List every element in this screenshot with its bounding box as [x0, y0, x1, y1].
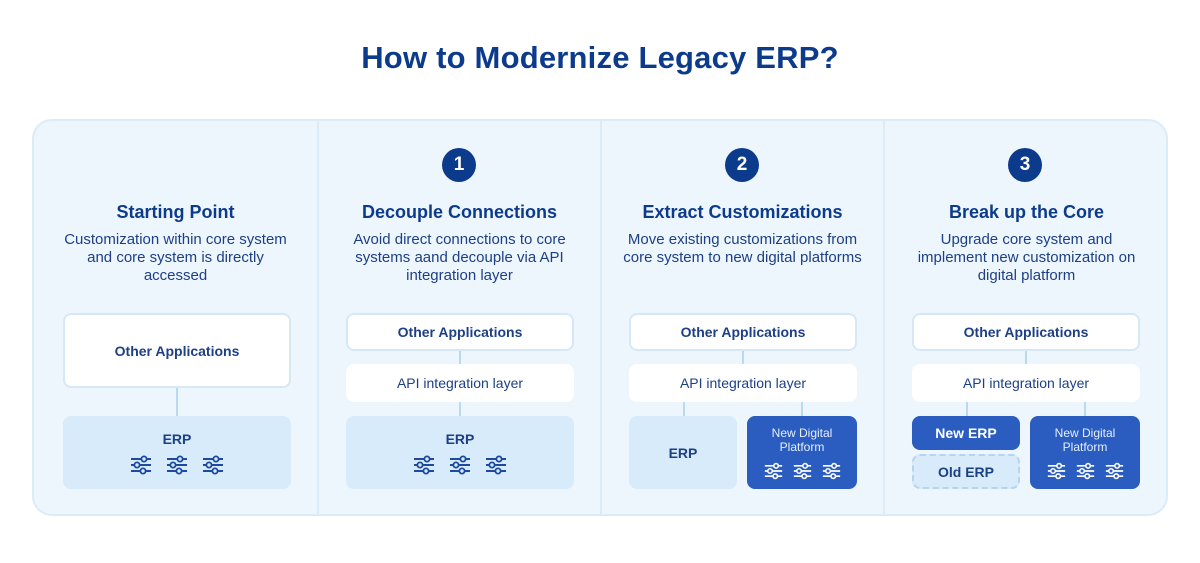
other-applications-box: Other Applications — [346, 313, 574, 351]
connector-line — [966, 402, 968, 416]
erp-box: ERP — [63, 416, 291, 489]
sliders-icon — [202, 455, 224, 475]
sliders-icon — [449, 455, 471, 475]
column-starting-point: Starting Point Customization within core… — [34, 121, 317, 514]
other-applications-box: Other Applications — [912, 313, 1140, 351]
erp-box: ERP — [346, 416, 574, 489]
old-erp-label: Old ERP — [937, 463, 994, 480]
customization-icons — [1047, 462, 1124, 480]
column-title: Decouple Connections — [361, 202, 558, 222]
column-title: Starting Point — [116, 202, 235, 222]
sliders-icon — [1076, 462, 1095, 480]
erp-label: ERP — [162, 430, 192, 447]
column-divider — [883, 121, 885, 514]
column-divider — [600, 121, 602, 514]
step-badge-3: 3 — [1008, 148, 1042, 182]
page-title: How to Modernize Legacy ERP? — [361, 40, 839, 75]
column-decouple-connections: 1 Decouple Connections Avoid direct conn… — [319, 121, 600, 514]
customization-icons — [764, 462, 841, 480]
customization-icons — [130, 455, 224, 475]
column-title: Extract Customizations — [642, 202, 843, 222]
sliders-icon — [413, 455, 435, 475]
sliders-icon — [130, 455, 152, 475]
connector-line — [1025, 351, 1027, 364]
sliders-icon — [1105, 462, 1124, 480]
other-applications-box: Other Applications — [63, 313, 291, 388]
other-applications-label: Other Applications — [963, 324, 1089, 340]
other-applications-label: Other Applications — [397, 324, 523, 340]
api-integration-layer-label: API integration layer — [962, 375, 1090, 391]
column-title: Break up the Core — [948, 202, 1105, 222]
erp-label: ERP — [445, 430, 475, 447]
new-digital-platform-box: New Digital Platform — [1030, 416, 1140, 489]
api-integration-layer-box: API integration layer — [629, 364, 857, 402]
new-digital-platform-label: New Digital Platform — [1054, 425, 1116, 454]
sliders-icon — [793, 462, 812, 480]
other-applications-label: Other Applications — [680, 324, 806, 340]
new-erp-label: New ERP — [935, 425, 997, 441]
column-description: Avoid direct connections to core systems… — [353, 231, 566, 284]
new-digital-platform-box: New Digital Platform — [747, 416, 857, 489]
column-break-up-the-core: 3 Break up the Core Upgrade core system … — [885, 121, 1168, 514]
diagram-panel: Starting Point Customization within core… — [32, 119, 1168, 516]
connector-line — [683, 402, 685, 416]
other-applications-box: Other Applications — [629, 313, 857, 351]
new-erp-box: New ERP — [912, 416, 1020, 450]
old-erp-box: Old ERP — [912, 454, 1020, 489]
column-description: Upgrade core system and implement new cu… — [917, 231, 1136, 284]
api-integration-layer-box: API integration layer — [346, 364, 574, 402]
step-badge-1: 1 — [442, 148, 476, 182]
column-description: Customization within core system and cor… — [64, 231, 287, 284]
sliders-icon — [1047, 462, 1066, 480]
erp-box: ERP — [629, 416, 737, 489]
erp-label: ERP — [668, 444, 698, 461]
connector-line — [459, 402, 461, 416]
api-integration-layer-box: API integration layer — [912, 364, 1140, 402]
sliders-icon — [822, 462, 841, 480]
api-integration-layer-label: API integration layer — [396, 375, 524, 391]
other-applications-label: Other Applications — [114, 342, 240, 359]
sliders-icon — [764, 462, 783, 480]
connector-line — [459, 351, 461, 364]
customization-icons — [413, 455, 507, 475]
connector-line — [176, 388, 178, 416]
connector-line — [742, 351, 744, 364]
connector-line — [1084, 402, 1086, 416]
connector-line — [801, 402, 803, 416]
column-extract-customizations: 2 Extract Customizations Move existing c… — [602, 121, 883, 514]
column-description: Move existing customizations from core s… — [623, 231, 862, 266]
step-badge-2: 2 — [725, 148, 759, 182]
new-digital-platform-label: New Digital Platform — [771, 425, 833, 454]
sliders-icon — [166, 455, 188, 475]
api-integration-layer-label: API integration layer — [679, 375, 807, 391]
sliders-icon — [485, 455, 507, 475]
column-divider — [317, 121, 319, 514]
